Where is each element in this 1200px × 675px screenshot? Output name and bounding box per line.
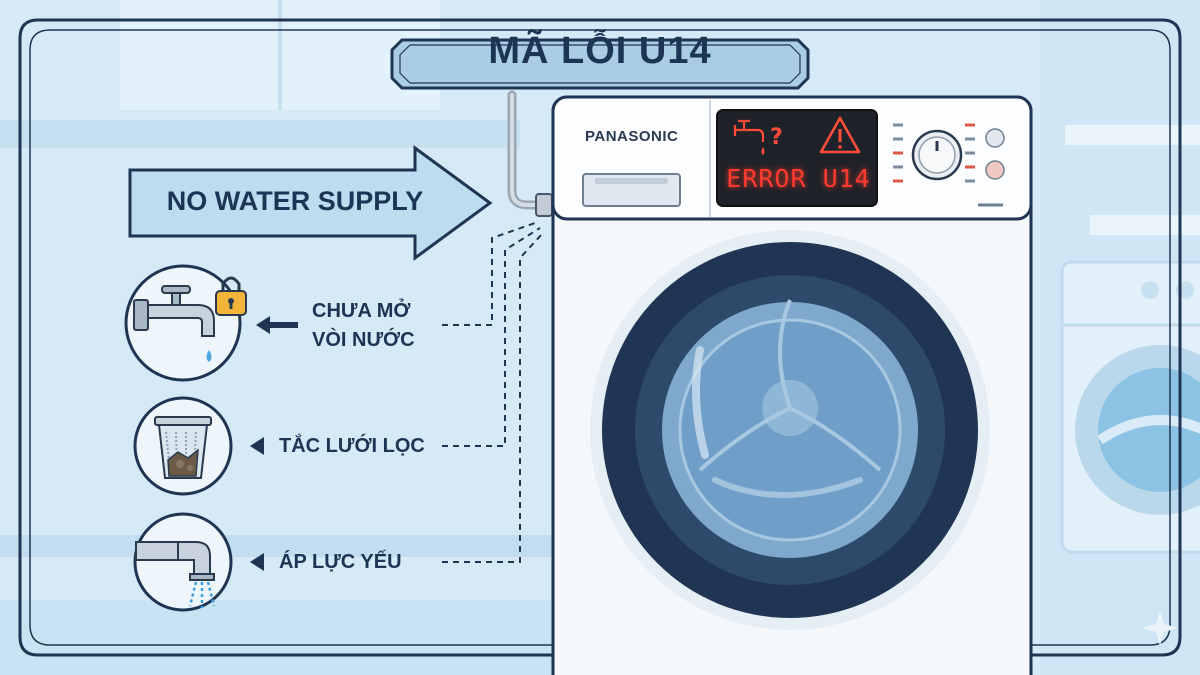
no-water-supply-label: NO WATER SUPPLY — [166, 186, 424, 216]
brand-logo-text: PANASONIC — [585, 128, 679, 145]
clogged-filter-icon — [154, 416, 212, 479]
svg-text:?: ? — [770, 125, 783, 150]
page-title: MÃ LỖI U14 — [488, 30, 712, 72]
weak-pressure-pipe-icon — [135, 541, 216, 608]
cause-label-clogged-filter: TẮC LƯỚI LỌC — [279, 435, 425, 457]
locked-faucet-icon — [133, 276, 247, 362]
cause-label-line: CHƯA MỞ — [312, 300, 411, 322]
cause-label-line: VÒI NƯỚC — [312, 329, 415, 351]
cause-label-faucet-closed: CHƯA MỞ VÒI NƯỚC — [312, 297, 415, 355]
error-display-text: ERROR U14 — [726, 164, 871, 193]
cause-label-weak-pressure: ÁP LỰC YẾU — [279, 551, 402, 573]
